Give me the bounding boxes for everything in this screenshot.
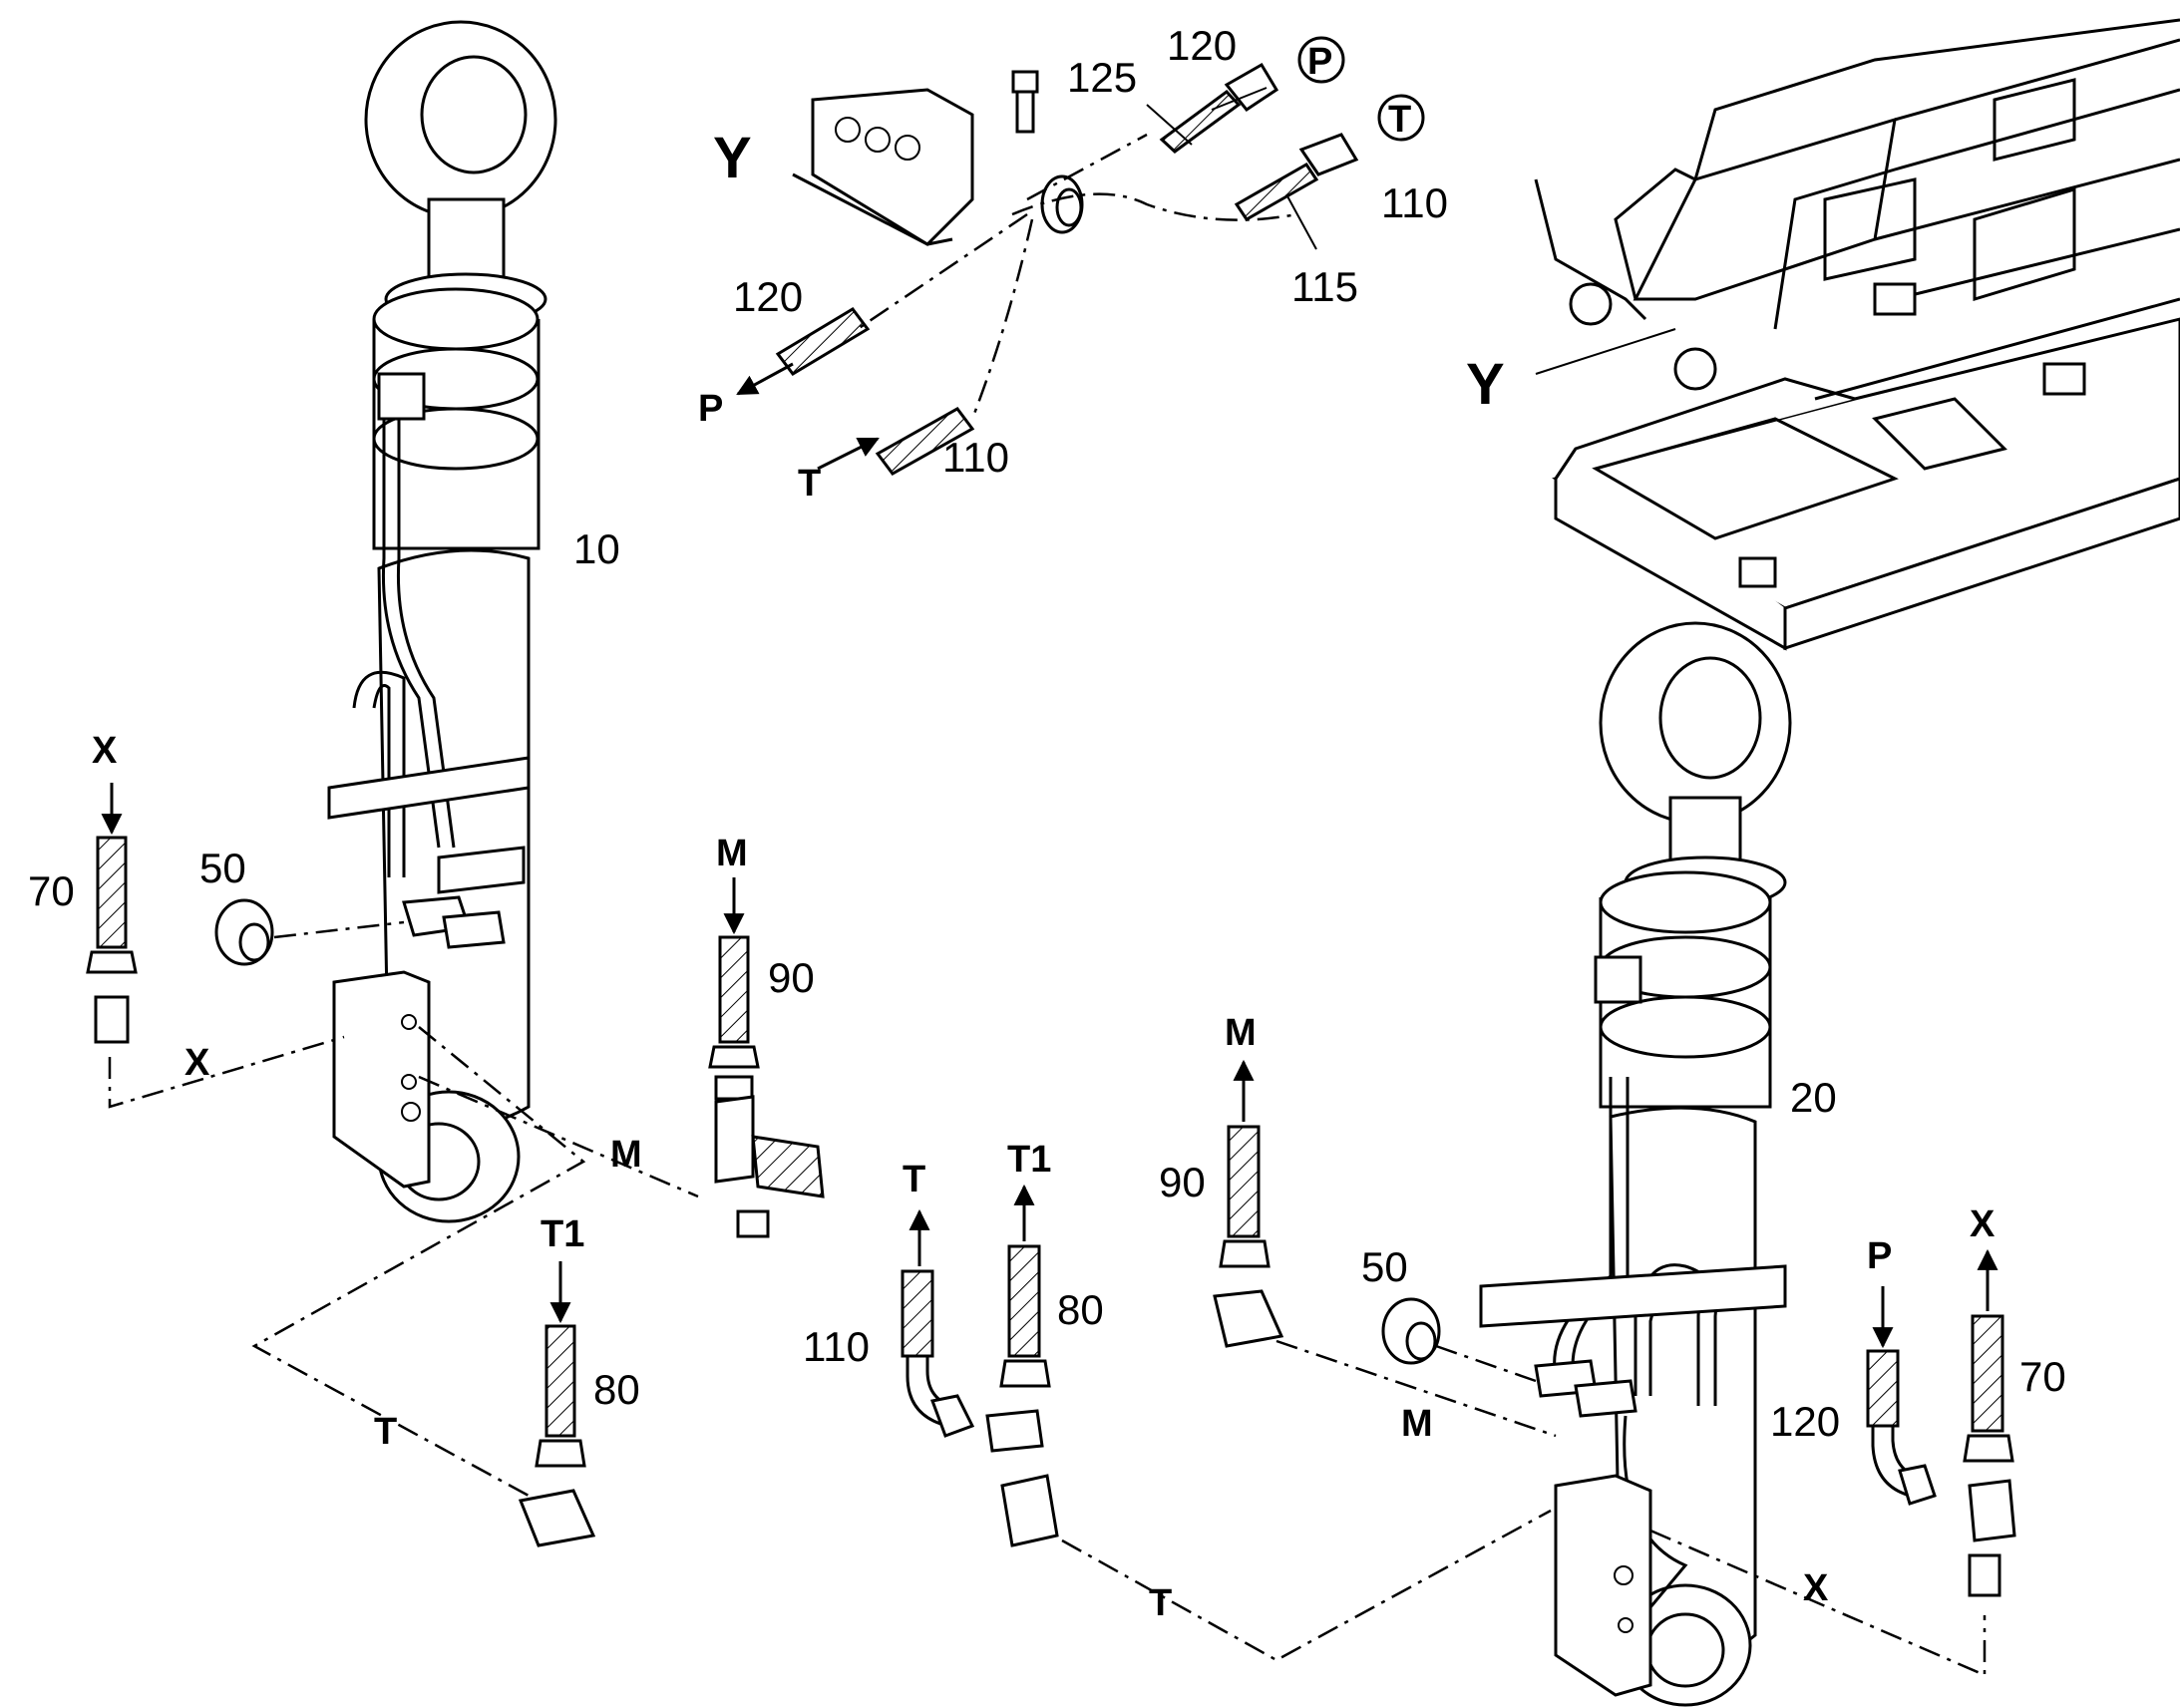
detail-y-leader-T	[1011, 192, 1297, 221]
label-110-center: 110	[803, 1323, 870, 1370]
label-X-left-line: X	[184, 1042, 210, 1084]
label-125: 125	[1067, 54, 1137, 101]
leader-y-pointer	[1535, 328, 1676, 375]
clip-50-left	[214, 898, 274, 966]
arrow-T-in	[817, 437, 880, 471]
label-115: 115	[1291, 263, 1358, 310]
hose-90-right	[1219, 1059, 1271, 1268]
label-T-circle: T	[1388, 99, 1411, 141]
detail-y-fittings	[775, 62, 1359, 476]
label-M-right-top: M	[1225, 1012, 1257, 1054]
label-T-center-top: T	[903, 1159, 925, 1200]
label-T-left-line: T	[374, 1411, 397, 1453]
label-120-right: 120	[1770, 1398, 1840, 1445]
label-50-left: 50	[199, 845, 246, 891]
fitting-tee-mid	[714, 1095, 825, 1238]
label-X-right-top: X	[1970, 1203, 1996, 1245]
conn-X-left	[108, 1035, 345, 1109]
label-110-detail: 110	[942, 434, 1009, 481]
label-P-arrow: P	[698, 388, 723, 430]
conn-clip-right	[1435, 1344, 1537, 1383]
clip-50-right	[1381, 1297, 1441, 1365]
circle-P	[1297, 36, 1345, 84]
cylinder-20	[1479, 621, 1792, 1707]
label-50-right: 50	[1361, 1243, 1408, 1290]
hose-70-right	[1963, 1248, 2014, 1463]
fitting-tee-right	[1968, 1479, 2016, 1597]
label-M-left-line: M	[610, 1134, 642, 1176]
fitting-tee-center	[985, 1409, 1059, 1547]
label-70-right: 70	[2019, 1353, 2066, 1400]
hose-80-center	[999, 1184, 1051, 1388]
label-detail-y: Y	[713, 126, 752, 190]
conn-clip-left	[273, 920, 405, 939]
label-T1-left: T1	[541, 1213, 584, 1255]
label-X-left-top: X	[92, 730, 118, 772]
chassis-frame	[1534, 18, 2180, 651]
leader-125	[1146, 104, 1193, 146]
leader-115	[1285, 193, 1317, 250]
detail-y-leader-120	[1026, 133, 1148, 201]
label-y-pointer: Y	[1466, 352, 1505, 417]
label-10: 10	[573, 525, 620, 572]
conn-T-center	[1061, 1509, 1552, 1662]
label-110-top: 110	[1381, 179, 1448, 226]
fitting-union-left	[94, 995, 130, 1044]
hose-110-center	[901, 1208, 975, 1438]
label-20: 20	[1790, 1074, 1837, 1121]
conn-M-left	[418, 1075, 699, 1198]
label-90-right: 90	[1159, 1159, 1206, 1205]
label-M-right-line: M	[1401, 1403, 1433, 1445]
leader-120-top	[1211, 87, 1268, 111]
label-120-detail: 120	[733, 273, 803, 320]
label-X-right-line: X	[1803, 1567, 1829, 1609]
label-80-center: 80	[1057, 1286, 1104, 1333]
label-P-right: P	[1867, 1235, 1892, 1277]
label-T-center-line: T	[1149, 1582, 1172, 1624]
hose-90-mid	[708, 877, 760, 1101]
label-70-left: 70	[28, 867, 75, 914]
label-M-mid-top: M	[716, 833, 748, 874]
label-T-arrow: T	[798, 463, 821, 505]
arrow-P-out	[736, 362, 794, 396]
label-120-top: 120	[1167, 22, 1237, 69]
label-P-circle: P	[1307, 41, 1332, 83]
label-T1-center: T1	[1007, 1139, 1051, 1181]
detail-y-clamp-block	[792, 70, 1084, 246]
label-80-left: 80	[593, 1366, 640, 1413]
label-90-mid: 90	[768, 954, 815, 1001]
hose-120-right	[1866, 1286, 1937, 1506]
detail-y-leader-P	[857, 212, 1028, 331]
fitting-elbow-right	[1213, 1289, 1284, 1348]
fitting-elbow-left	[518, 1489, 596, 1547]
cylinder-10	[327, 20, 557, 1223]
detail-y-leader-110	[970, 218, 1034, 420]
circle-T	[1377, 94, 1425, 142]
hose-80-left	[535, 1261, 586, 1468]
conn-M-right	[1275, 1339, 1557, 1438]
